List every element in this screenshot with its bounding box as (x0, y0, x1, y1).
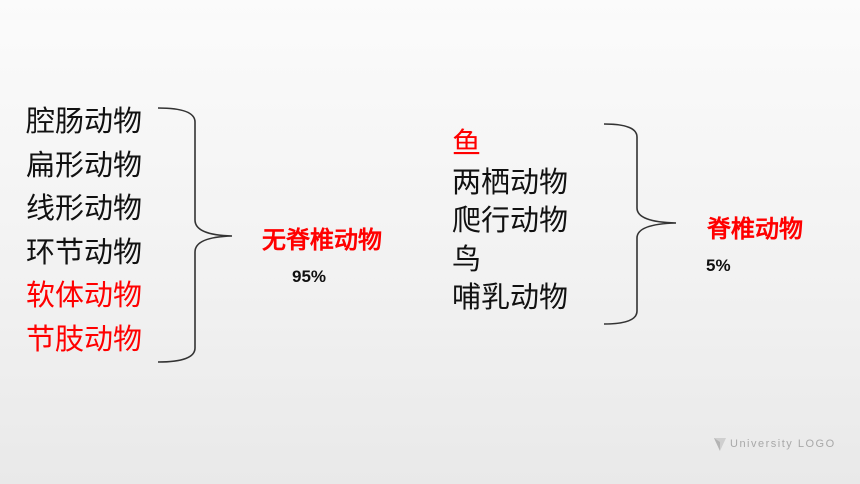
left-brace (157, 107, 233, 363)
list-item: 线形动物 (26, 191, 143, 225)
list-item: 两栖动物 (452, 164, 569, 199)
list-item: 哺乳动物 (452, 280, 569, 314)
invertebrate-percent: 95% (292, 267, 327, 286)
list-item: 环节动物 (26, 234, 143, 269)
university-logo: University LOGO (713, 436, 836, 452)
invertebrate-label: 无脊椎动物 (262, 226, 382, 254)
vertebrate-percent: 5% (706, 256, 731, 275)
list-item: 节肢动物 (26, 321, 143, 356)
list-item: 扁形动物 (26, 147, 143, 182)
vertebrate-list: 鱼 两栖动物 爬行动物 鸟 哺乳动物 (452, 124, 568, 317)
list-item: 腔肠动物 (26, 104, 143, 138)
list-item: 鸟 (452, 241, 482, 276)
logo-text: University LOGO (730, 438, 836, 450)
list-item: 爬行动物 (452, 203, 569, 237)
invertebrate-list: 腔肠动物 扁形动物 线形动物 环节动物 软体动物 节肢动物 (26, 100, 142, 361)
list-item: 软体动物 (26, 278, 143, 312)
vertebrate-label: 脊椎动物 (707, 215, 803, 243)
right-brace (603, 123, 677, 325)
logo-mark-icon (714, 438, 726, 451)
list-item: 鱼 (452, 126, 482, 160)
